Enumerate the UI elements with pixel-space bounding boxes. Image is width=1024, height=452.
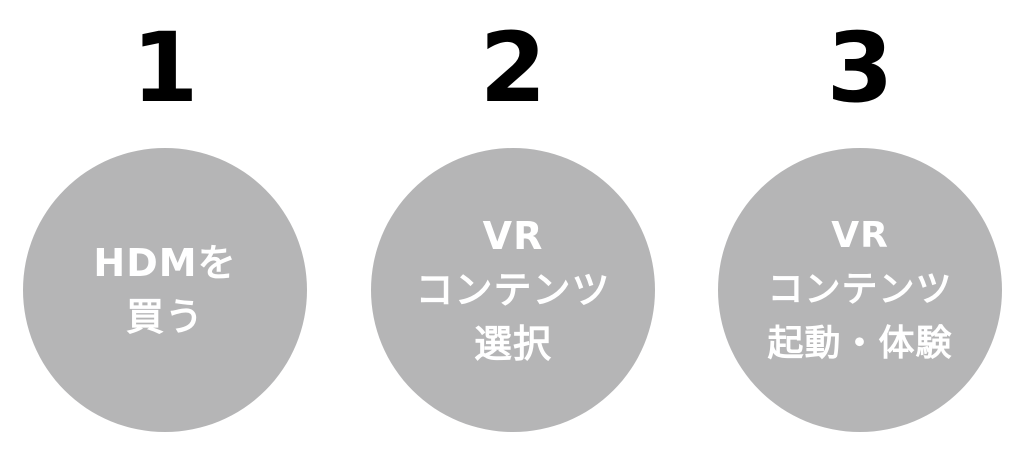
step-label-line: 選択 — [473, 322, 552, 366]
step-2: 2 VR コンテンツ 選択 — [368, 0, 658, 452]
step-label-line: VR — [831, 215, 889, 256]
step-label-line: コンテンツ — [415, 268, 611, 312]
step-circle: HDMを 買う — [23, 148, 307, 432]
step-number: 3 — [826, 12, 894, 124]
step-label-line: 買う — [125, 295, 204, 339]
step-label-line: HDMを — [93, 241, 237, 285]
step-circle: VR コンテンツ 選択 — [371, 148, 655, 432]
step-3: 3 VR コンテンツ 起動・体験 — [715, 0, 1005, 452]
step-label-line: コンテンツ — [767, 269, 953, 310]
step-number: 1 — [131, 12, 199, 124]
step-1: 1 HDMを 買う — [20, 0, 310, 452]
step-circle: VR コンテンツ 起動・体験 — [718, 148, 1002, 432]
step-label-line: 起動・体験 — [767, 323, 953, 364]
step-label-line: VR — [482, 214, 544, 258]
step-number: 2 — [479, 12, 547, 124]
